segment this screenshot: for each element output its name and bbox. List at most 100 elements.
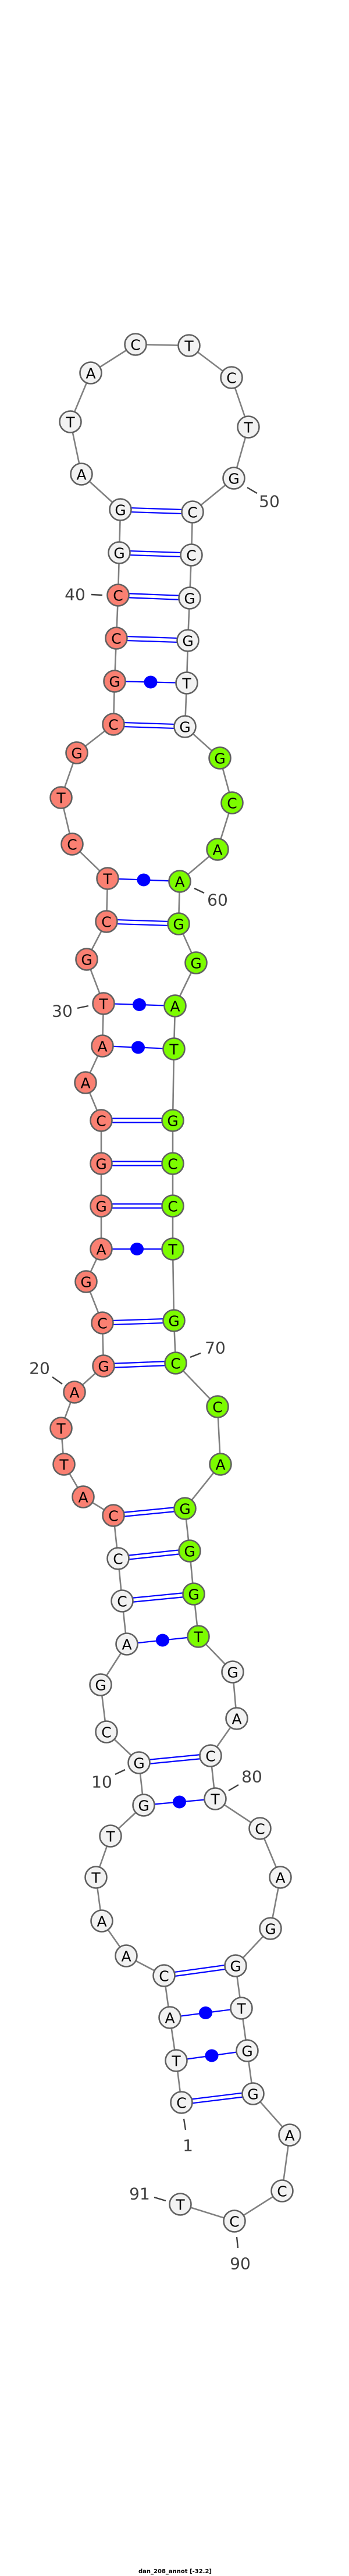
- nucleotide-53: G: [178, 586, 201, 610]
- pair-bond-line: [174, 1968, 226, 1977]
- nucleotide-61: G: [167, 912, 190, 935]
- pair-bond-line: [149, 1758, 201, 1764]
- base-pair-noncanonical: [124, 675, 177, 689]
- nucleotide-57: G: [208, 746, 232, 770]
- nucleotide-letter: C: [255, 1821, 265, 1838]
- pair-bond-line: [112, 1318, 163, 1322]
- nucleotide-circle: [176, 629, 200, 652]
- nucleotide-circle: [90, 1909, 113, 1933]
- nucleotide-60: A: [168, 870, 191, 893]
- nucleotide-letter: G: [98, 1358, 109, 1375]
- nucleotide-letter: G: [95, 1677, 106, 1694]
- nucleotide-73: G: [173, 1497, 197, 1520]
- nucleotide-circle: [92, 1354, 115, 1378]
- nucleotide-letter: C: [168, 1198, 177, 1215]
- nucleotide-letter: C: [96, 1113, 106, 1130]
- nucleotide-letter: C: [227, 795, 237, 812]
- nucleotide-81: C: [248, 1817, 272, 1840]
- nucleotide-31: G: [75, 948, 98, 971]
- nucleotide-letter: C: [67, 837, 77, 853]
- pair-bond-line: [124, 1511, 175, 1517]
- nucleotide-40: C: [106, 583, 130, 607]
- nucleotide-letter: G: [227, 1664, 238, 1681]
- nucleotide-letter: C: [159, 1968, 169, 1985]
- nucleotide-circle: [103, 670, 126, 693]
- position-tick: [183, 2118, 187, 2130]
- nucleotide-letter: C: [111, 631, 121, 647]
- base-pair-gc: [191, 2092, 243, 2104]
- nucleotide-circle: [221, 1660, 244, 1684]
- nucleotide-letter: C: [187, 504, 197, 521]
- nucleotide-letter: G: [109, 674, 120, 691]
- base-pair-gc: [126, 635, 178, 643]
- nucleotide-circle: [162, 1309, 186, 1332]
- nucleotide-circle: [222, 467, 245, 490]
- nucleotide-49: T: [237, 415, 260, 439]
- nucleotide-letter: T: [184, 338, 194, 355]
- nucleotide-circle: [173, 715, 197, 738]
- nucleotide-56: G: [173, 715, 197, 738]
- nucleotide-circle: [60, 832, 84, 856]
- nucleotide-28: A: [74, 1071, 97, 1094]
- nucleotide-77: G: [221, 1660, 244, 1684]
- nucleotide-85: T: [230, 1997, 253, 2020]
- nucleotide-circle: [223, 2209, 246, 2233]
- nucleotide-letter: C: [277, 2183, 287, 2200]
- nucleotide-87: G: [241, 2082, 265, 2105]
- nucleotide-letter: C: [186, 547, 196, 564]
- nucleotide-circle: [95, 1720, 118, 1744]
- nucleotide-letter: G: [184, 1543, 195, 1560]
- pair-bond-line: [116, 923, 168, 927]
- nucleotide-circle: [165, 2049, 188, 2072]
- nucleotide-62: G: [184, 951, 208, 974]
- nucleotide-70: C: [164, 1351, 187, 1375]
- nucleotide-64: T: [162, 1037, 186, 1061]
- base-pairs: [112, 507, 243, 2104]
- nucleotide-13: A: [115, 1632, 138, 1656]
- nucleotide-circle: [248, 1817, 272, 1840]
- nucleotide-circle: [230, 1997, 253, 2020]
- nucleotide-letter: C: [212, 1399, 222, 1416]
- nucleotide-letter: A: [275, 1870, 285, 1887]
- nucleotide-9: G: [132, 1794, 155, 1817]
- nucleotide-letter: G: [184, 590, 195, 607]
- nucleotide-circle: [152, 1964, 176, 1987]
- pair-bond-line: [128, 597, 179, 600]
- nucleotide-80: T: [204, 1787, 227, 1810]
- pair-dot-marker: [156, 1634, 169, 1647]
- nucleotide-letter: G: [168, 1313, 179, 1330]
- pair-bond-line: [191, 2092, 243, 2100]
- pair-bond-line: [123, 725, 174, 730]
- nucleotide-circle: [63, 1380, 86, 1404]
- nucleotide-letter: T: [102, 871, 112, 888]
- nucleotide-circle: [161, 1194, 184, 1218]
- nucleotide-circle: [224, 1954, 247, 1977]
- pair-bond-line: [132, 1592, 183, 1599]
- nucleotide-circle: [237, 415, 260, 439]
- nucleotide-circle: [96, 867, 119, 890]
- base-pair-gc: [116, 919, 169, 927]
- base-pair-gc: [174, 1964, 226, 1977]
- nucleotide-10: G: [127, 1751, 151, 1774]
- nucleotide-66: C: [161, 1152, 184, 1175]
- nucleotide-circle: [270, 2179, 294, 2203]
- base-pair-gc: [112, 1203, 162, 1209]
- nucleotide-58: C: [220, 791, 244, 814]
- position-tick: [77, 1005, 89, 1009]
- base-pair-gc: [128, 593, 180, 600]
- nucleotide-letter: A: [284, 2127, 294, 2144]
- nucleotide-circle: [187, 1625, 210, 1648]
- nucleotide-circle: [161, 1109, 184, 1132]
- nucleotide-letter: G: [80, 1274, 91, 1291]
- nucleotide-7: T: [84, 1866, 108, 1889]
- nucleotide-circle: [178, 586, 201, 610]
- base-pair-gc: [112, 1118, 162, 1123]
- nucleotide-51: C: [181, 500, 204, 524]
- nucleotide-48: C: [220, 366, 243, 389]
- base-pair-noncanonical: [112, 1041, 164, 1054]
- nucleotide-82: A: [269, 1866, 292, 1889]
- nucleotide-letter: C: [113, 1551, 123, 1568]
- nucleotide-circle: [89, 1673, 112, 1696]
